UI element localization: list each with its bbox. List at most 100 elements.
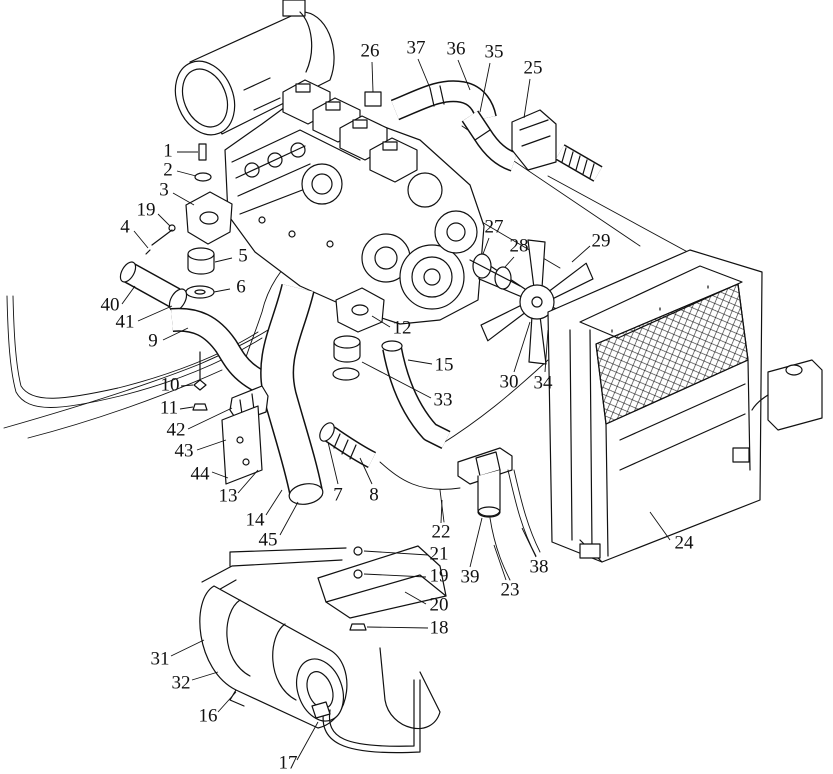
- callout-37: 37: [407, 37, 426, 58]
- bolt-4: [145, 229, 173, 255]
- part-10: [193, 379, 207, 391]
- callout-23: 23: [501, 579, 520, 600]
- hose-45-end: [288, 483, 324, 505]
- radiator-foot: [732, 447, 750, 463]
- intake-elbow: [462, 111, 518, 171]
- callout-42: 42: [167, 419, 186, 440]
- bracket-3: [185, 191, 233, 245]
- clamp-7: [319, 422, 335, 442]
- rocker-cap: [382, 141, 398, 151]
- fan-spacer: [469, 253, 521, 290]
- rocker-cap: [295, 83, 311, 93]
- gear-housing-inner: [411, 256, 453, 298]
- hose-8: [325, 427, 376, 467]
- fuel-line-38: [507, 469, 541, 557]
- pipe-15: [381, 340, 451, 449]
- sensor: [364, 91, 382, 107]
- callout-16: 16: [199, 705, 218, 726]
- manifold-port: [290, 142, 306, 158]
- line-d: [439, 359, 549, 446]
- leader-9: [162, 327, 189, 341]
- leader-45: [279, 501, 299, 536]
- plate-20-fold: [325, 574, 447, 603]
- washer-2: [194, 172, 212, 182]
- callout-7: 7: [333, 484, 343, 505]
- fasteners-10-11: [192, 351, 208, 411]
- hose-14: [261, 284, 322, 496]
- bracket-42-43-44: [221, 385, 269, 485]
- washer-33: [332, 367, 360, 381]
- bracket-3-hole: [199, 211, 219, 225]
- leader-19: [157, 213, 171, 227]
- bracket-plate: [511, 109, 557, 171]
- leader-24: [649, 511, 671, 541]
- callout-13: 13: [219, 485, 238, 506]
- tank-cap: [785, 364, 803, 376]
- leader-26: [371, 61, 374, 93]
- callout-9: 9: [148, 330, 158, 351]
- callout-20: 20: [430, 594, 449, 615]
- leader-3: [172, 192, 195, 206]
- bolt-21: [353, 546, 363, 556]
- bolt-hole: [288, 230, 296, 238]
- hoses-17: [311, 647, 441, 754]
- intake-pipe: [391, 81, 496, 121]
- callout-17: 17: [279, 752, 298, 773]
- manifold-port: [244, 162, 260, 178]
- callout-14: 14: [246, 509, 266, 530]
- mount-stack-left: [145, 143, 233, 299]
- tank-body: [767, 359, 823, 431]
- exhaust-manifold: [231, 129, 361, 215]
- callout-41: 41: [116, 311, 135, 332]
- leader-2: [176, 170, 197, 177]
- muffler-end: [174, 60, 236, 136]
- hose-8-ridges: [333, 433, 357, 460]
- leader-23: [493, 544, 507, 581]
- fan-hub: [519, 284, 555, 320]
- leader-27: [482, 237, 490, 255]
- fan-blade: [528, 315, 547, 365]
- leader-34: [544, 329, 549, 373]
- leader-7: [327, 441, 339, 485]
- radiator-top-tank: [579, 265, 743, 339]
- filter-canister: [477, 469, 501, 517]
- leader-21: [363, 550, 429, 556]
- water-pump-pulley: [434, 210, 478, 254]
- turbocharger-inner: [311, 173, 333, 195]
- callout-11: 11: [160, 397, 178, 418]
- leader-37: [417, 58, 431, 89]
- callout-27: 27: [485, 216, 504, 237]
- vertical-hose-inner: [12, 295, 259, 399]
- intake-hose-9: [171, 307, 289, 404]
- leader-44: [211, 471, 229, 479]
- callout-8: 8: [369, 484, 379, 505]
- washer-6-hole: [194, 289, 206, 295]
- muffler: [174, 0, 335, 136]
- callout-26: 26: [361, 40, 380, 61]
- hose-17a: [322, 679, 421, 754]
- callout-44: 44: [191, 463, 211, 484]
- leader-35: [479, 62, 491, 113]
- leader-36: [457, 59, 471, 91]
- callout-34: 34: [534, 372, 554, 393]
- leader-14: [265, 489, 283, 516]
- turbocharger: [301, 163, 343, 205]
- callout-22: 22: [432, 521, 451, 542]
- callout-43: 43: [175, 440, 194, 461]
- hose-17-clip: [311, 701, 331, 719]
- gear-housing-hub: [423, 268, 441, 286]
- callout-36: 36: [447, 38, 466, 59]
- leader-12: [371, 315, 391, 328]
- pipe-15-end: [381, 340, 403, 352]
- line-b: [547, 175, 707, 263]
- washer-6: [185, 285, 215, 299]
- mount-plate-20: [317, 545, 447, 619]
- leader-31: [170, 639, 205, 657]
- callout-35: 35: [485, 41, 504, 62]
- crank-pulley-hub: [374, 246, 398, 270]
- mount-12-hole: [351, 304, 369, 316]
- washer-19: [168, 224, 176, 232]
- bolt-1: [198, 143, 207, 161]
- callout-30: 30: [500, 371, 519, 392]
- rocker-cap: [325, 101, 341, 111]
